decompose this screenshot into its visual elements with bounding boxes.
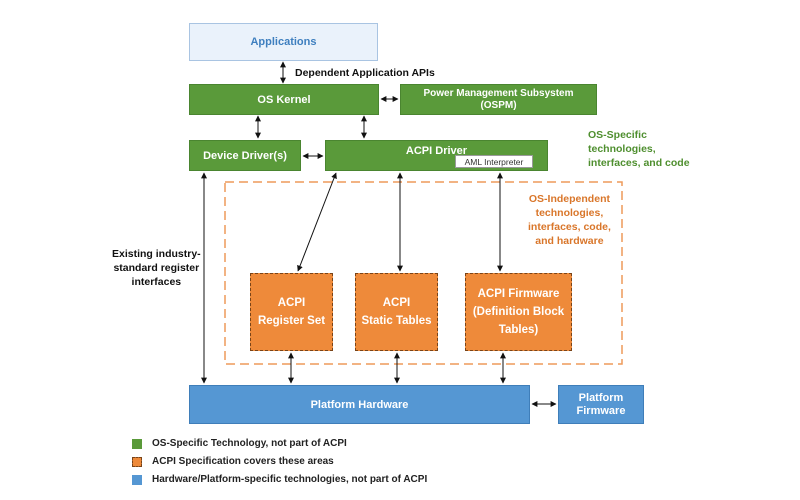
legend-green-swatch <box>132 438 142 449</box>
acpi-driver-label: ACPI Driver <box>405 145 468 157</box>
os-independent-note: OS-Independent technologies, interfaces,… <box>528 193 611 247</box>
legend-orange-row: ACPI Specification covers these areas <box>132 456 334 467</box>
ospm-label: Power Management Subsystem (OSPM) <box>423 87 574 111</box>
device-drivers-label: Device Driver(s) <box>203 149 287 162</box>
acpi-firmware-label: ACPI Firmware (Definition Block Tables) <box>472 288 565 336</box>
acpi-register-set-box: ACPI Register Set <box>250 273 333 351</box>
legend-blue-swatch <box>132 474 142 485</box>
os-kernel-box: OS Kernel <box>189 84 379 115</box>
platform-firmware-box: Platform Firmware <box>558 385 644 424</box>
os-specific-note: OS-Specific technologies, interfaces, an… <box>588 129 690 169</box>
arrow-acpidriver-regset <box>297 172 337 272</box>
aml-interpreter-label: AML Interpreter <box>464 156 524 167</box>
acpi-static-tables-box: ACPI Static Tables <box>355 273 438 351</box>
platform-firmware-label: Platform Firmware <box>576 391 626 417</box>
os-independent-region <box>224 181 623 365</box>
applications-box: Applications <box>189 23 378 61</box>
acpi-firmware-box: ACPI Firmware (Definition Block Tables) <box>465 273 572 351</box>
existing-interfaces-note: Existing industry- standard register int… <box>112 248 201 288</box>
acpi-register-set-label: ACPI Register Set <box>257 297 326 327</box>
aml-interpreter-box: AML Interpreter <box>455 155 533 168</box>
platform-hardware-label: Platform Hardware <box>310 398 409 411</box>
legend-blue-row: Hardware/Platform-specific technologies,… <box>132 474 427 485</box>
applications-label: Applications <box>250 36 317 48</box>
device-drivers-box: Device Driver(s) <box>189 140 301 171</box>
os-kernel-label: OS Kernel <box>257 93 311 106</box>
legend-green-row: OS-Specific Technology, not part of ACPI <box>132 438 347 449</box>
acpi-static-tables-label: ACPI Static Tables <box>361 297 432 327</box>
platform-hardware-box: Platform Hardware <box>189 385 530 424</box>
ospm-box: Power Management Subsystem (OSPM) <box>400 84 597 115</box>
legend-green-label: OS-Specific Technology, not part of ACPI <box>152 438 347 449</box>
legend-blue-label: Hardware/Platform-specific technologies,… <box>152 474 428 485</box>
legend-orange-label: ACPI Specification covers these areas <box>152 456 334 467</box>
legend-orange-swatch <box>132 456 142 467</box>
dependent-apis-label: Dependent Application APIs <box>295 67 435 79</box>
